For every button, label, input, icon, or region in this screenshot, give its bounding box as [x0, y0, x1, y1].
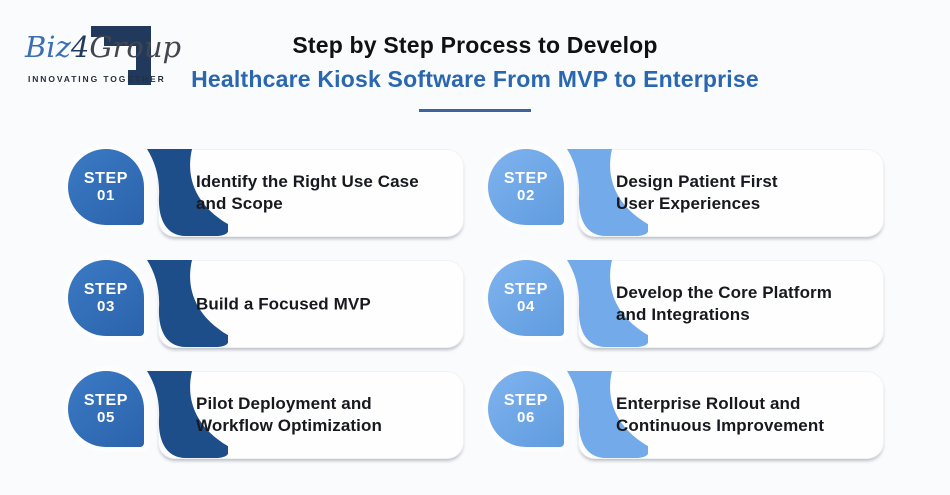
logo-wordmark: Biz4Group — [25, 30, 182, 64]
logo-word-4: 4 — [70, 30, 90, 64]
logo-word-group: Group — [89, 30, 182, 64]
biz4group-logo: Biz4Group INNOVATING TOGETHER — [25, 10, 185, 102]
step-badge: STEP 02 — [488, 149, 564, 225]
step-description: Enterprise Rollout and Continuous Improv… — [616, 394, 825, 436]
step-badge-label: STEP — [83, 391, 129, 409]
ribbon-swoosh-shape — [147, 260, 228, 348]
logo-square-mark-notch — [91, 37, 104, 46]
step-item-06: STEP 06 Enterprise Rollout and Continuou… — [488, 370, 884, 462]
page-header: Step by Step Process to Develop Healthca… — [0, 32, 950, 112]
step-badge: STEP 03 — [68, 260, 144, 336]
step-badge-number: 03 — [97, 297, 115, 315]
step-badge-label: STEP — [503, 169, 549, 187]
logo-square-mark — [128, 70, 151, 85]
step-badge-number: 06 — [517, 408, 535, 426]
step-badge-label: STEP — [503, 280, 549, 298]
step-badge-label: STEP — [83, 169, 129, 187]
steps-grid: STEP 01 Identify the Right Use Case and … — [68, 148, 884, 462]
ribbon-swoosh-shape — [567, 149, 648, 237]
step-description: Build a Focused MVP — [196, 294, 371, 314]
step-description: Design Patient First User Experiences — [616, 172, 778, 214]
step-badge: STEP 04 — [488, 260, 564, 336]
step-description: Pilot Deployment and Workflow Optimizati… — [196, 394, 382, 436]
ribbon-swoosh-shape — [567, 260, 648, 348]
step-badge-number: 05 — [97, 408, 115, 426]
step-badge-label: STEP — [503, 391, 549, 409]
step-item-01: STEP 01 Identify the Right Use Case and … — [68, 148, 464, 240]
logo-tagline: INNOVATING TOGETHER — [28, 74, 166, 84]
step-badge: STEP 05 — [68, 371, 144, 447]
step-badge-number: 02 — [517, 186, 535, 204]
logo-square-mark — [136, 26, 151, 84]
step-badge-number: 04 — [517, 297, 535, 315]
step-badge: STEP 06 — [488, 371, 564, 447]
page-title-line1: Step by Step Process to Develop — [292, 32, 658, 58]
title-underline — [419, 109, 531, 112]
logo-word-biz: Biz — [25, 30, 71, 64]
step-description: Identify the Right Use Case and Scope — [196, 172, 419, 214]
step-badge-number: 01 — [97, 186, 115, 204]
step-badge-label: STEP — [83, 280, 129, 298]
step-item-04: STEP 04 Develop the Core Platform and In… — [488, 259, 884, 351]
step-item-02: STEP 02 Design Patient First User Experi… — [488, 148, 884, 240]
step-badge: STEP 01 — [68, 149, 144, 225]
step-item-05: STEP 05 Pilot Deployment and Workflow Op… — [68, 370, 464, 462]
ribbon-swoosh-shape — [567, 371, 648, 459]
step-item-03: STEP 03 Build a Focused MVP — [68, 259, 464, 351]
page-title-line2: Healthcare Kiosk Software From MVP to En… — [191, 66, 759, 92]
ribbon-swoosh-shape — [147, 371, 228, 459]
ribbon-swoosh-shape — [147, 149, 228, 237]
step-description: Develop the Core Platform and Integratio… — [616, 283, 832, 325]
